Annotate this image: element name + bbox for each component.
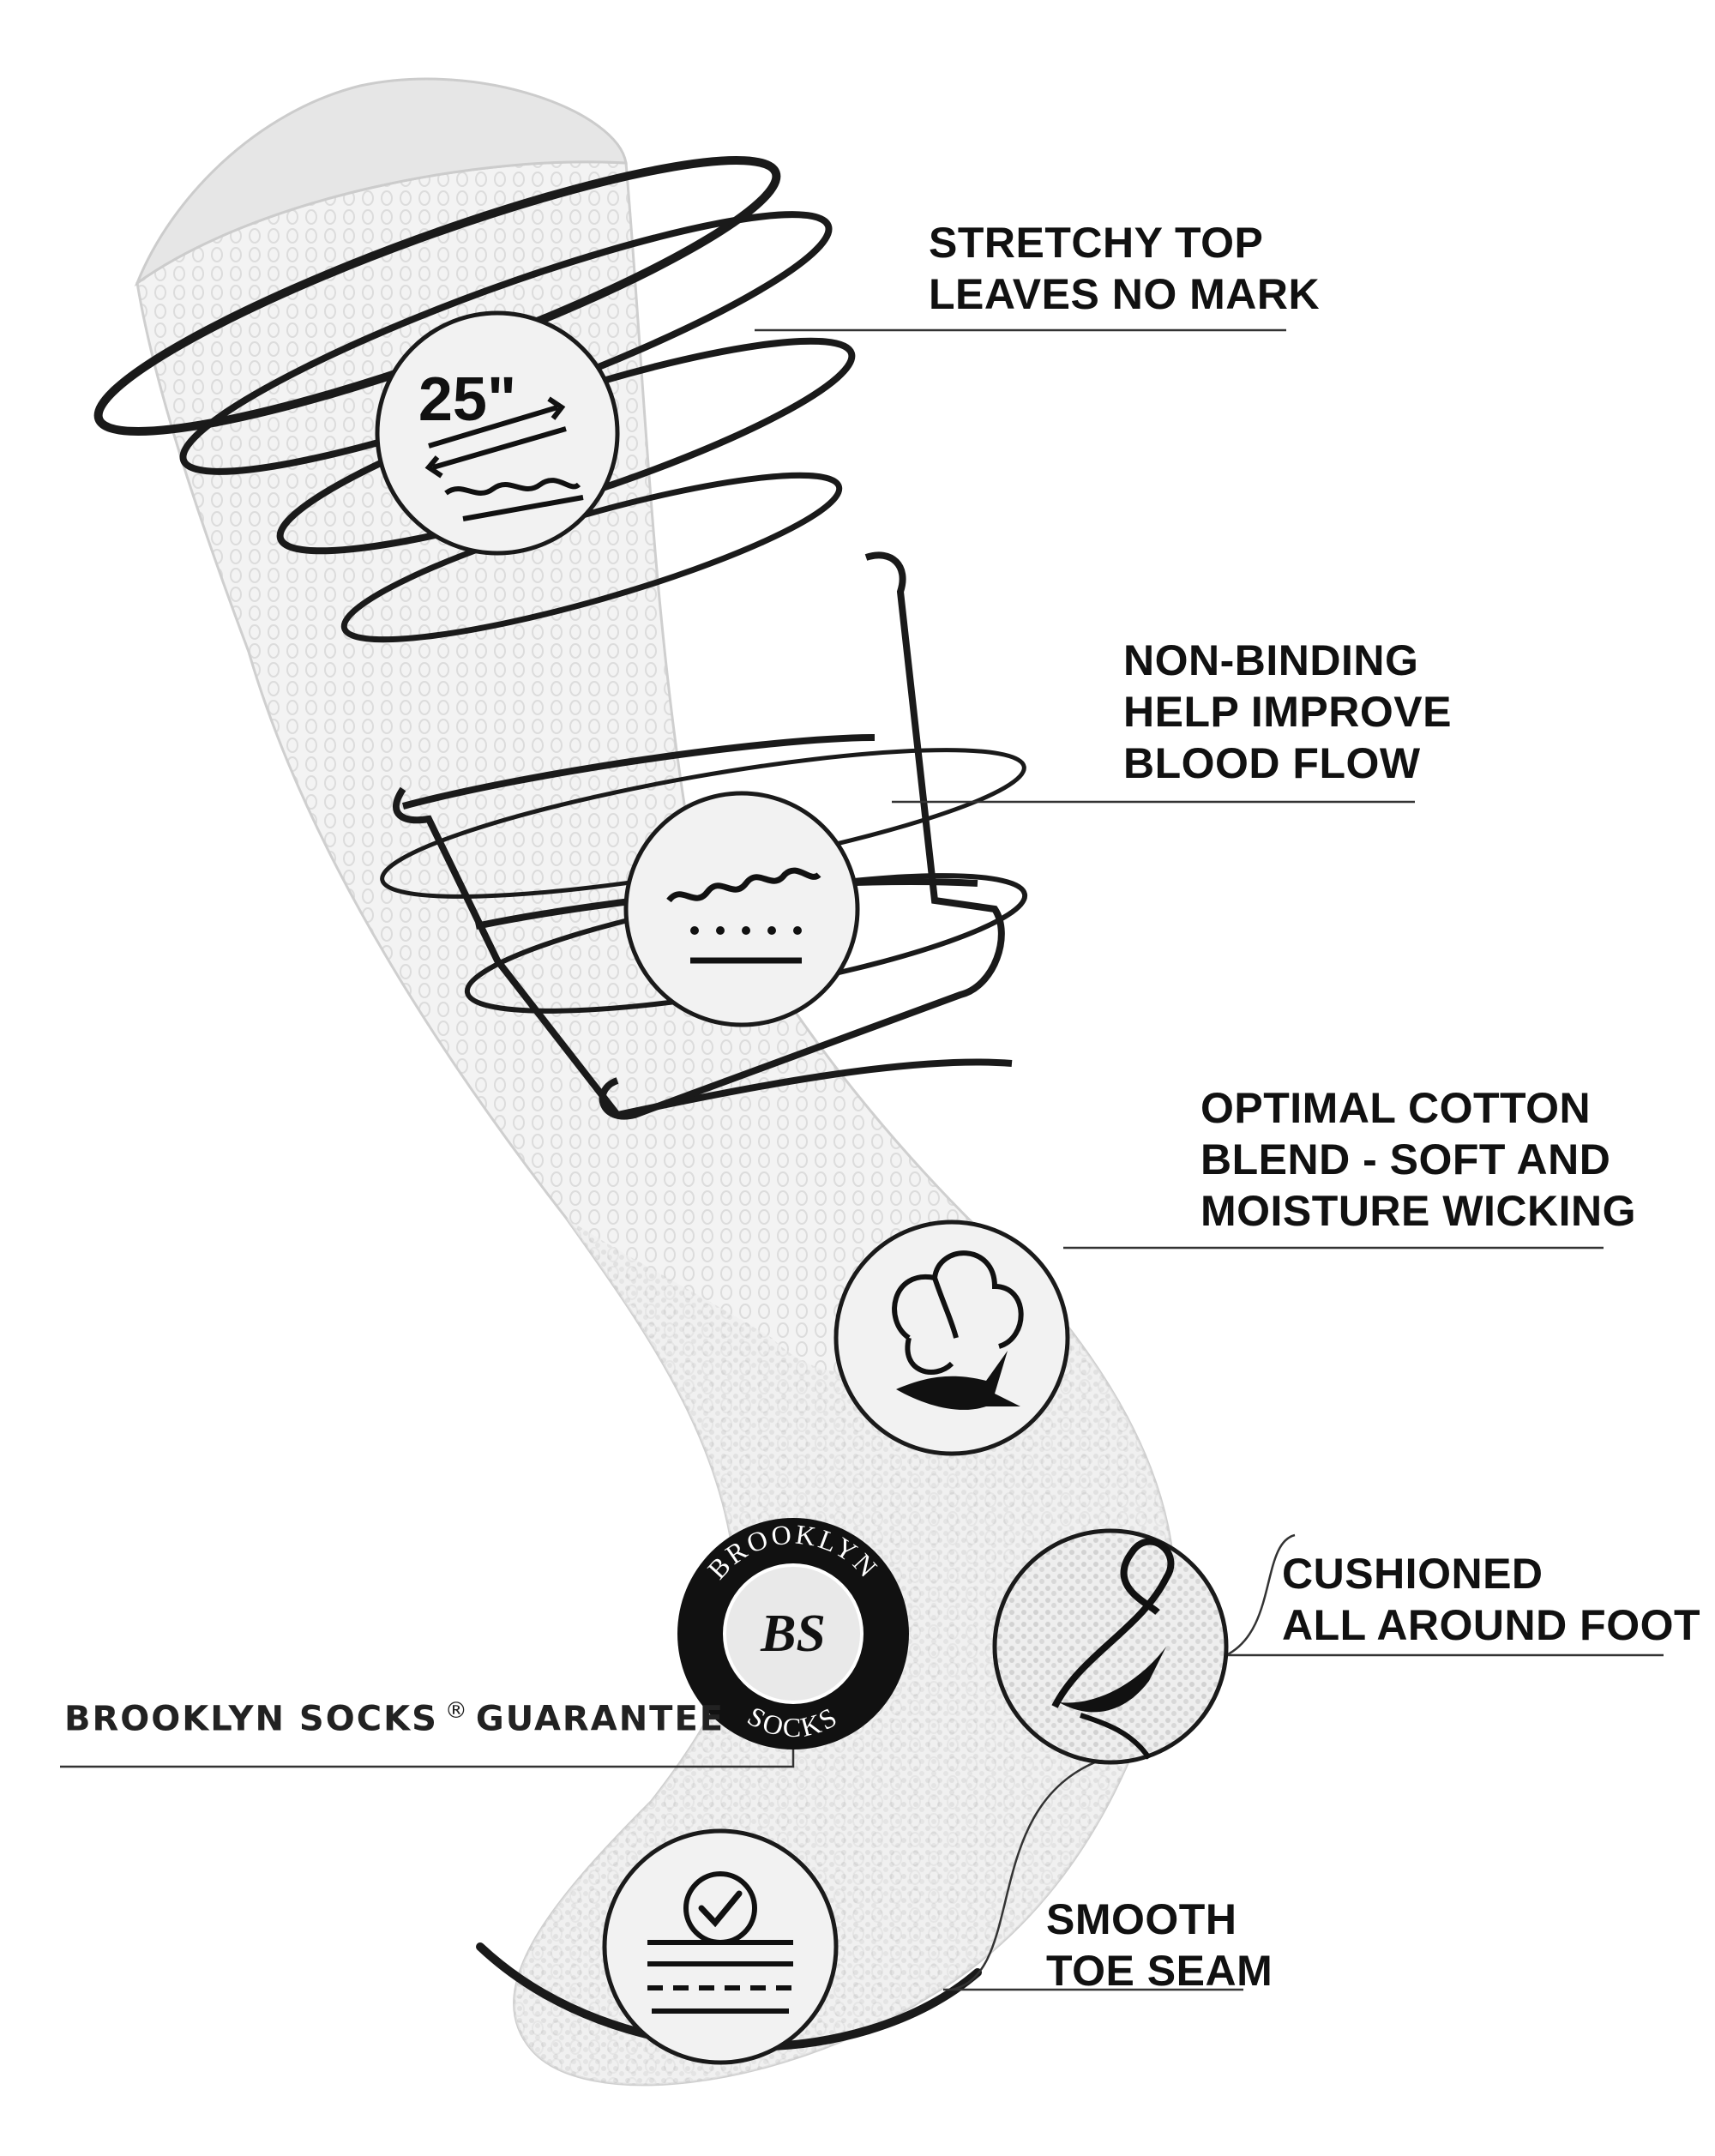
feature-line: BLEND - SOFT AND	[1200, 1135, 1611, 1183]
guarantee-word: GUARANTEE	[475, 1699, 725, 1739]
smooth-seam-check-icon	[602, 1828, 839, 2065]
logo-monogram: BS	[760, 1605, 826, 1663]
feature-line: ALL AROUND FOOT	[1282, 1601, 1701, 1649]
cushion-feather-icon	[992, 1528, 1229, 1765]
non-binding-wave-icon	[623, 791, 860, 1027]
cotton-flower-icon	[833, 1220, 1070, 1456]
feature-line: SMOOTH	[1046, 1895, 1237, 1943]
sock-illustration	[134, 77, 1176, 2087]
feature-line: OPTIMAL COTTON	[1200, 1084, 1592, 1132]
feature-line: TOE SEAM	[1046, 1947, 1273, 1995]
brooklyn-socks-logo: BROOKLYN SOCKS BS	[677, 1518, 909, 1749]
stretch-25-inch-icon: 25"	[375, 310, 620, 556]
feature-cushioned: CUSHIONED ALL AROUND FOOT	[1282, 1548, 1700, 1651]
feature-line: HELP IMPROVE	[1123, 688, 1452, 736]
feature-line: CUSHIONED	[1282, 1550, 1544, 1598]
feature-line: BLOOD FLOW	[1123, 739, 1421, 787]
feature-line: MOISTURE WICKING	[1200, 1187, 1636, 1235]
feature-line: NON-BINDING	[1123, 636, 1419, 684]
feature-line: STRETCHY TOP	[929, 219, 1264, 267]
feature-line: LEAVES NO MARK	[929, 270, 1321, 318]
feature-stretchy-top: STRETCHY TOP LEAVES NO MARK	[929, 217, 1320, 320]
feature-toe-seam: SMOOTH TOE SEAM	[1046, 1894, 1273, 1996]
feature-cotton-blend: OPTIMAL COTTON BLEND - SOFT AND MOISTURE…	[1200, 1082, 1636, 1237]
guarantee-label: BROOKLYN SOCKS®GUARANTEE	[64, 1698, 725, 1738]
registered-mark: ®	[444, 1698, 469, 1724]
guarantee-brand: BROOKLYN SOCKS	[64, 1699, 438, 1739]
feature-non-binding: NON-BINDING HELP IMPROVE BLOOD FLOW	[1123, 635, 1452, 789]
